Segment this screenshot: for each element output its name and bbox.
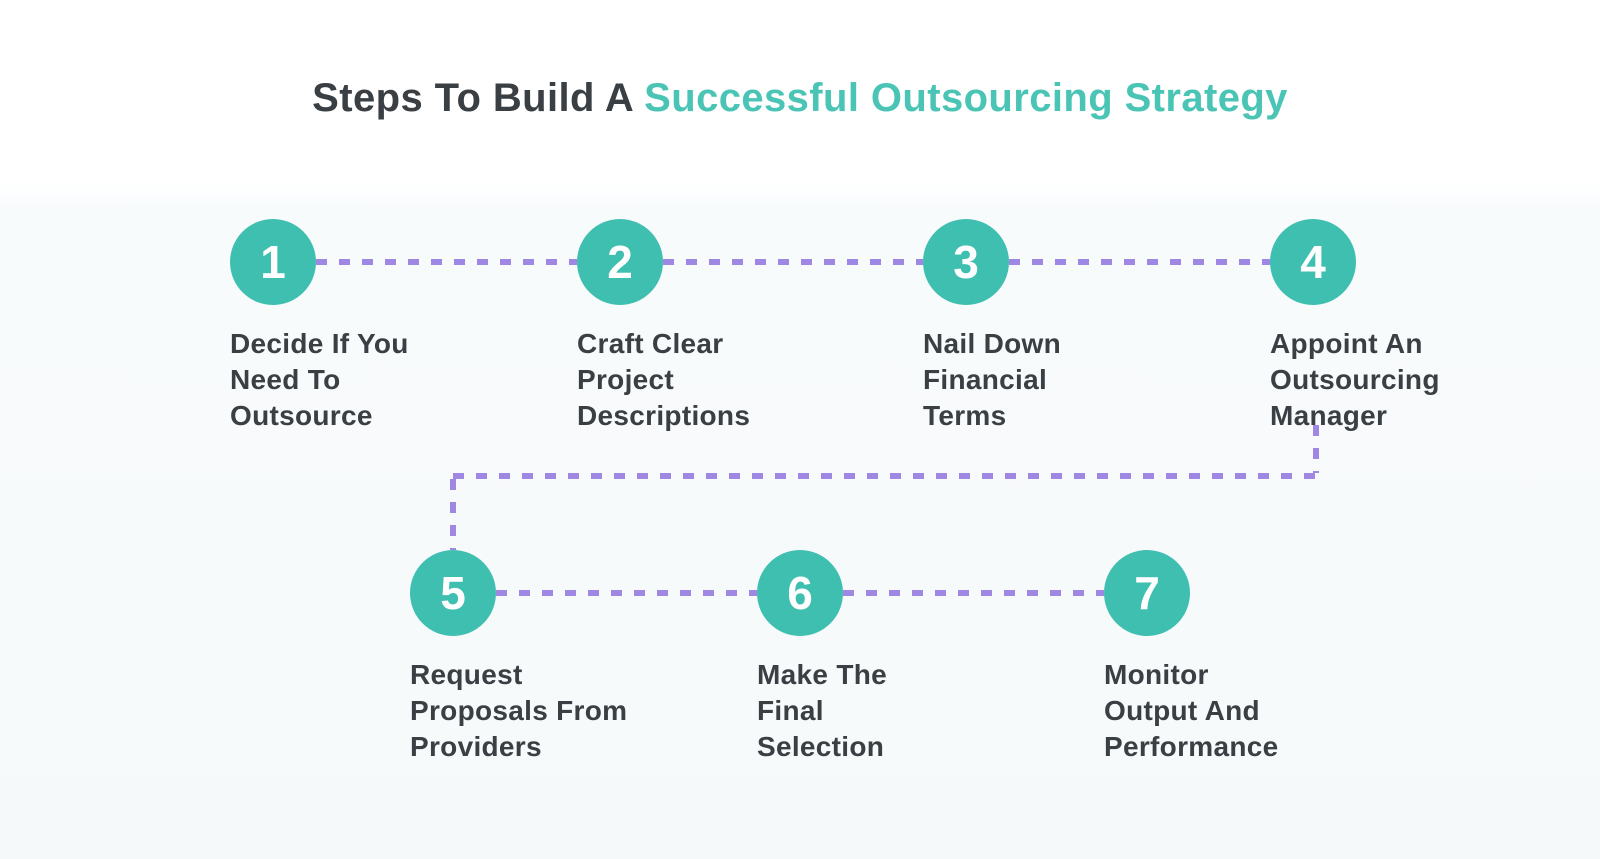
step-4-circle: 4 xyxy=(1270,219,1356,305)
step-4-number: 4 xyxy=(1300,236,1326,288)
step-5: 5 Request Proposals From Providers xyxy=(410,550,670,765)
step-5-circle: 5 xyxy=(410,550,496,636)
step-6-circle: 6 xyxy=(757,550,843,636)
step-6-number: 6 xyxy=(787,567,813,619)
page-title-highlight: Successful Outsourcing Strategy xyxy=(644,76,1288,120)
connector-elbow-down-to-step5 xyxy=(450,479,456,550)
connector-elbow-down-from-step4 xyxy=(1313,425,1319,473)
connector-step1-step2 xyxy=(316,259,577,265)
step-2-circle: 2 xyxy=(577,219,663,305)
step-1-number: 1 xyxy=(260,236,286,288)
connector-step6-step7 xyxy=(843,590,1104,596)
connector-step2-step3 xyxy=(663,259,923,265)
step-1-circle: 1 xyxy=(230,219,316,305)
connector-step3-step4 xyxy=(1009,259,1270,265)
connector-elbow-horizontal xyxy=(453,473,1316,479)
step-1: 1 Decide If You Need To Outsource xyxy=(230,219,490,434)
step-3-circle: 3 xyxy=(923,219,1009,305)
step-3-number: 3 xyxy=(953,236,979,288)
step-2: 2 Craft Clear Project Descriptions xyxy=(577,219,837,434)
step-5-number: 5 xyxy=(440,567,466,619)
connector-step5-step6 xyxy=(496,590,757,596)
step-1-label: Decide If You Need To Outsource xyxy=(230,328,409,431)
step-4: 4 Appoint An Outsourcing Manager xyxy=(1270,219,1530,434)
step-7-number: 7 xyxy=(1134,567,1160,619)
step-4-label: Appoint An Outsourcing Manager xyxy=(1270,328,1440,431)
step-2-label: Craft Clear Project Descriptions xyxy=(577,328,751,431)
step-6: 6 Make The Final Selection xyxy=(757,550,1017,765)
page-title-prefix: Steps To Build A xyxy=(312,76,645,120)
step-7-circle: 7 xyxy=(1104,550,1190,636)
step-2-number: 2 xyxy=(607,236,633,288)
step-5-label: Request Proposals From Providers xyxy=(410,659,628,762)
step-7: 7 Monitor Output And Performance xyxy=(1104,550,1364,765)
step-3-label: Nail Down Financial Terms xyxy=(923,328,1062,431)
step-3: 3 Nail Down Financial Terms xyxy=(923,219,1183,434)
step-6-label: Make The Final Selection xyxy=(757,659,887,762)
page-title: Steps To Build A Successful Outsourcing … xyxy=(0,74,1600,122)
step-7-label: Monitor Output And Performance xyxy=(1104,659,1279,762)
